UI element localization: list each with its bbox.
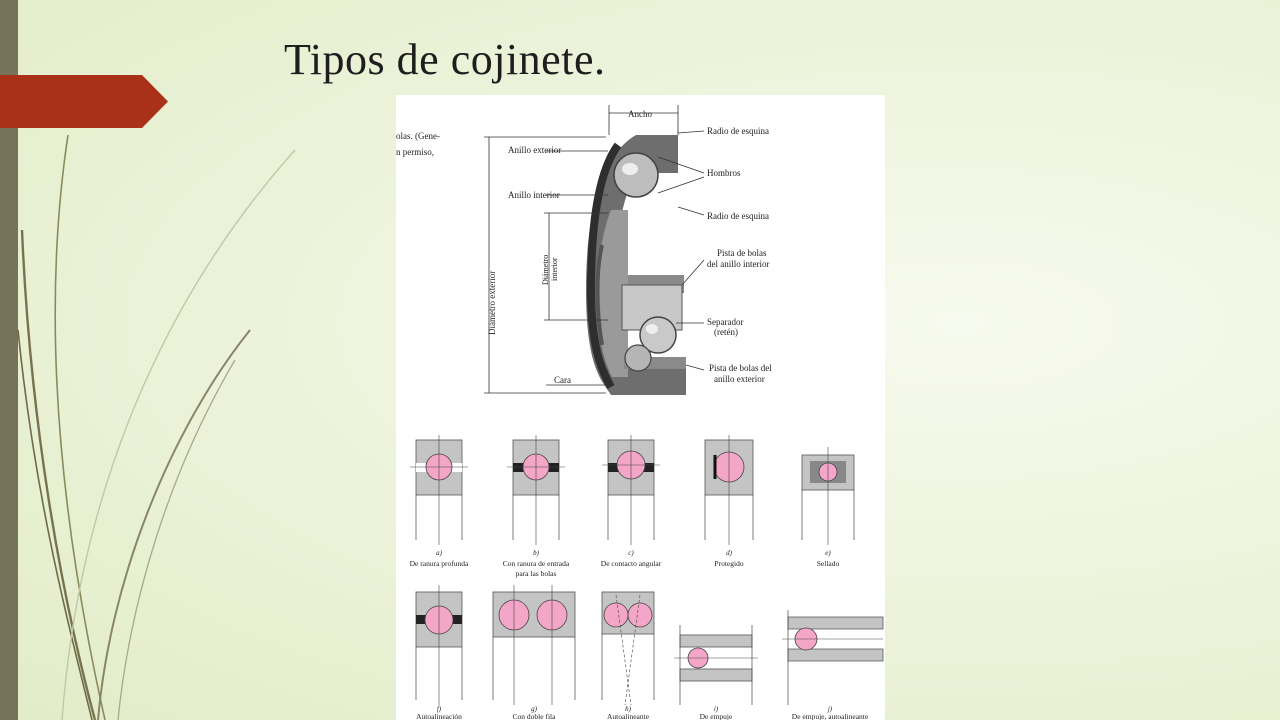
label-hombros: Hombros bbox=[707, 168, 741, 178]
label-diametro-exterior: Diámetro exterior bbox=[487, 271, 497, 335]
left-accent-bar bbox=[0, 0, 18, 720]
row1-name2-b: para las bolas bbox=[516, 569, 557, 578]
row2-name-j: De empuje, autoalineante bbox=[792, 712, 869, 720]
bearing-type-j bbox=[782, 610, 884, 705]
bearing-type-f bbox=[415, 585, 463, 705]
slide-title: Tipos de cojinete. bbox=[284, 35, 606, 84]
row2-name-i: De empuje bbox=[700, 712, 733, 720]
row1-letter-b: b) bbox=[533, 549, 540, 557]
row1-name-c: De contacto angular bbox=[601, 559, 662, 568]
row2-letter-f: f) bbox=[437, 705, 442, 713]
label-diametro-interior-1: Diámetro bbox=[541, 255, 550, 285]
bearing-type-a bbox=[410, 435, 468, 545]
bearing-type-e bbox=[801, 447, 855, 545]
row1-name-a: De ranura profunda bbox=[410, 559, 469, 568]
label-anillo-exterior: Anillo exterior bbox=[508, 145, 561, 155]
dimension-lines bbox=[484, 105, 705, 394]
label-radio-esquina-1: Radio de esquina bbox=[707, 126, 769, 136]
row2-letter-g: g) bbox=[531, 705, 538, 713]
caption-fragment-1: olas. (Gene- bbox=[396, 131, 440, 141]
bearing-type-d bbox=[704, 435, 754, 545]
bearing-type-h bbox=[601, 591, 655, 706]
row1-letter-c: c) bbox=[628, 549, 634, 557]
row1-letter-e: e) bbox=[825, 549, 831, 557]
row1-name-d: Protegido bbox=[714, 559, 743, 568]
label-pista-interior-1: Pista de bolas bbox=[717, 248, 767, 258]
bearing-figure: olas. (Gene- n permiso, bbox=[396, 95, 885, 720]
decorative-grass-lines bbox=[17, 134, 296, 720]
row1-name-e: Sellado bbox=[817, 559, 840, 568]
label-anillo-interior: Anillo interior bbox=[508, 190, 560, 200]
row2-letter-j: j) bbox=[827, 705, 833, 713]
label-cara: Cara bbox=[554, 375, 571, 385]
row2-name-g: Con doble fila bbox=[513, 712, 557, 720]
row2-name-f: Autoalineación bbox=[416, 712, 462, 720]
row1-name-b: Con ranura de entrada bbox=[503, 559, 570, 568]
caption-fragment-2: n permiso, bbox=[396, 147, 434, 157]
label-pista-interior-2: del anillo interior bbox=[707, 259, 769, 269]
label-separador-1: Separador bbox=[707, 317, 743, 327]
row1-letter-a: a) bbox=[436, 549, 443, 557]
title-marker-arrow bbox=[0, 75, 168, 128]
label-radio-esquina-2: Radio de esquina bbox=[707, 211, 769, 221]
label-diametro-interior-2: interior bbox=[550, 257, 559, 281]
row2-name-h: Autoalineante bbox=[607, 712, 650, 720]
bearing-cross-section bbox=[586, 135, 686, 395]
label-separador-2: (retén) bbox=[714, 327, 738, 337]
row1-letter-d: d) bbox=[726, 549, 733, 557]
label-ancho: Ancho bbox=[628, 109, 652, 119]
row2-letter-h: h) bbox=[625, 705, 632, 713]
bearing-type-i bbox=[674, 625, 758, 705]
bearing-type-b bbox=[507, 435, 565, 545]
row2-letter-i: i) bbox=[714, 705, 719, 713]
label-pista-exterior-1: Pista de bolas del bbox=[709, 363, 772, 373]
bearing-type-c bbox=[602, 435, 660, 545]
bearing-type-g bbox=[492, 585, 576, 705]
label-pista-exterior-2: anillo exterior bbox=[714, 374, 765, 384]
